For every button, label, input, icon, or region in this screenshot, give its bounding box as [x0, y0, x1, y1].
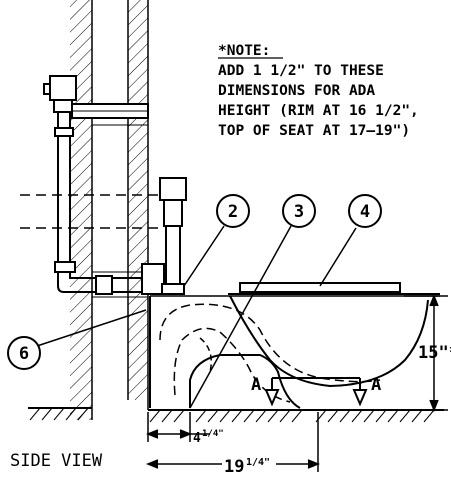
depth-whole: 19	[224, 457, 244, 477]
rim-height-dimension	[404, 293, 448, 413]
section-line-a-a	[264, 377, 368, 407]
note-line-1: ADD 1 1/2" TO THESE	[218, 63, 384, 79]
rim-height-value: 15"*	[418, 343, 451, 363]
note-line-2: DIMENSIONS FOR ADA	[218, 83, 375, 99]
section-mark-right: A	[371, 375, 381, 395]
section-mark-left: A	[251, 375, 261, 395]
callout-6: 6	[7, 336, 41, 370]
supply-piping	[20, 75, 187, 295]
wall-offset-whole: 4	[193, 431, 201, 446]
callout-2-label: 2	[228, 202, 238, 222]
callout-6-label: 6	[19, 344, 29, 364]
view-label: SIDE VIEW	[10, 451, 103, 471]
callout-3-label: 3	[294, 202, 304, 222]
callout-4: 4	[348, 194, 382, 228]
callout-2: 2	[216, 194, 250, 228]
note-line-4: TOP OF SEAT AT 17–19")	[218, 123, 410, 139]
callout-4-label: 4	[360, 202, 370, 222]
callout-leaders	[36, 225, 357, 409]
wall	[70, 0, 149, 420]
note-heading: *NOTE:	[218, 43, 270, 59]
depth-fraction: 1/4"	[246, 457, 270, 468]
toilet-fixture	[149, 282, 440, 409]
wall-offset-dimension	[145, 412, 210, 442]
wall-offset-fraction: 1/4"	[202, 429, 224, 439]
note-line-3: HEIGHT (RIM AT 16 1/2",	[218, 103, 419, 119]
callout-3: 3	[282, 194, 316, 228]
floor	[28, 407, 444, 423]
